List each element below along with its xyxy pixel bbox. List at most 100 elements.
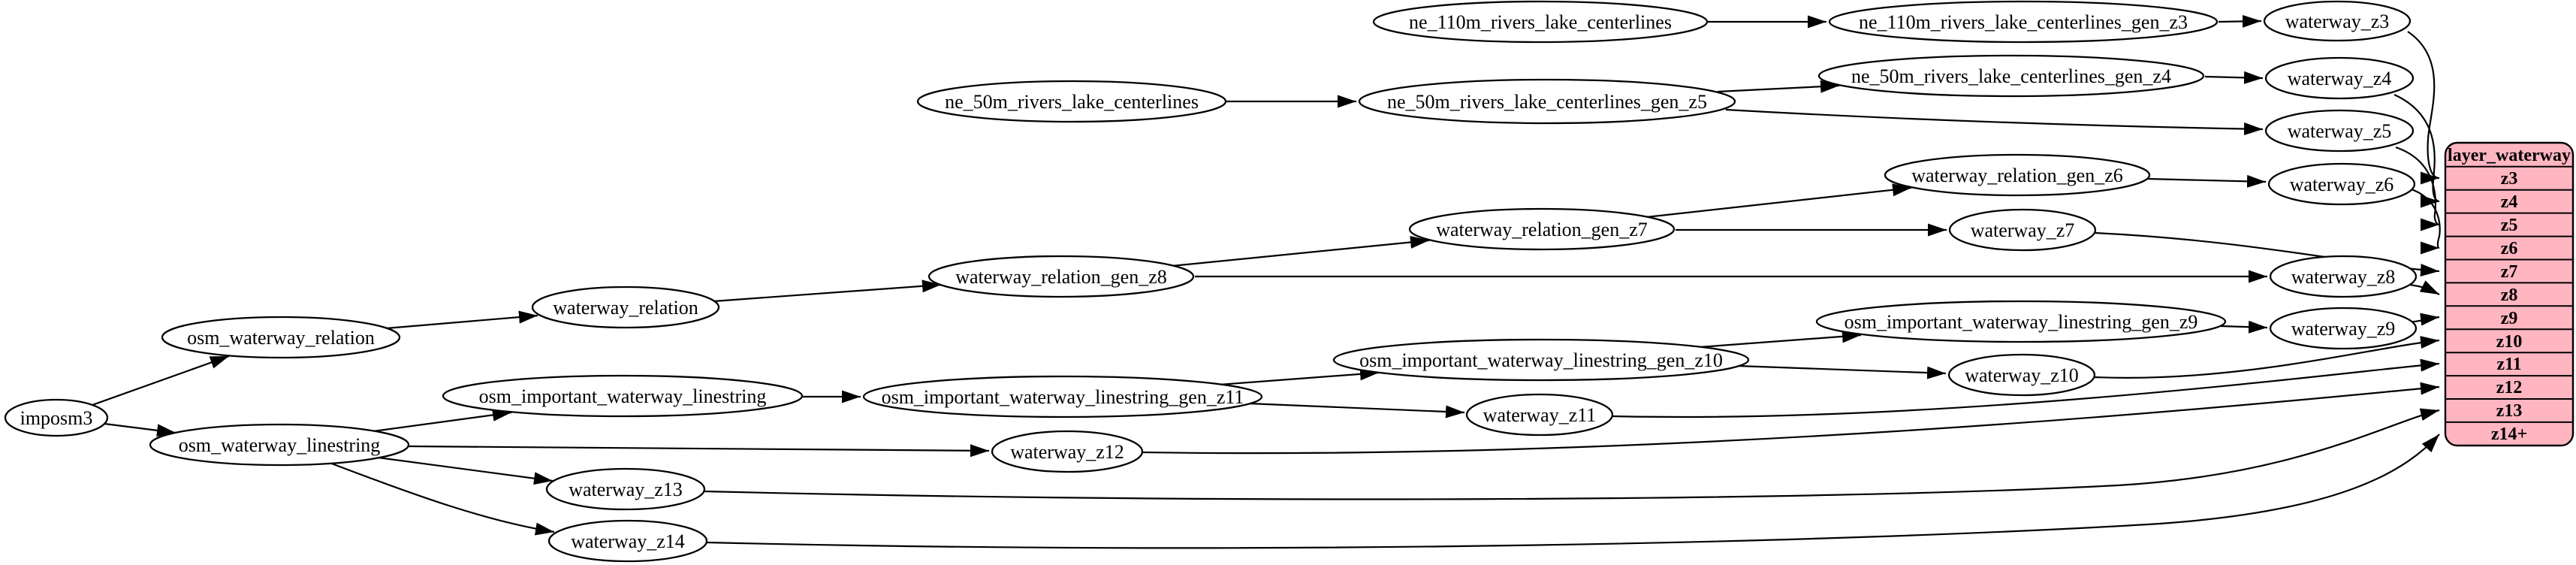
edge-waterway_relation_gen_z6-to-waterway_z6 [2146,174,2267,188]
edge-osm_waterway_relation-to-waterway_relation [385,310,538,330]
node-waterway_z6: waterway_z6 [2267,162,2416,206]
node-waterway_z8: waterway_z8 [2269,255,2418,298]
edge-gen_z10-to-gen_z9 [1699,330,1862,349]
node-osm_waterway_relation-label: osm_waterway_relation [187,327,375,349]
edge-gen_z11-to-gen_z10 [1218,367,1380,386]
edge-osm_waterway_linestring-to-osm_important_waterway_linestring [373,408,512,433]
node-ne_50m_rivers_lake_centerlines_gen_z5: ne_50m_rivers_lake_centerlines_gen_z5 [1358,78,1736,125]
edge-gen_z11-to-waterway_z11 [1247,402,1465,418]
edge-waterway_z14-to-layer_waterway-z14plus [706,434,2440,549]
node-waterway_z3-label: waterway_z3 [2285,11,2390,32]
node-ne_50m_rivers_lake_centerlines_gen_z4: ne_50m_rivers_lake_centerlines_gen_z4 [1817,54,2205,98]
edge-waterway_z12-to-layer_waterway-z12 [1142,382,2440,455]
node-waterway_z14: waterway_z14 [547,519,708,563]
node-waterway_z11: waterway_z11 [1465,393,1614,437]
edge-osm_waterway_linestring-to-waterway_z12 [408,444,990,458]
node-waterway_z12: waterway_z12 [991,430,1144,473]
node-ne_110m_rivers_lake_centerlines_gen_z3: ne_110m_rivers_lake_centerlines_gen_z3 [1828,0,2219,44]
node-waterway_relation_gen_z6-label: waterway_relation_gen_z6 [1911,165,2123,186]
node-waterway_z3: waterway_z3 [2263,0,2412,42]
edge-ne_50m_gen_z5-to-waterway_z5 [1725,108,2264,136]
node-osm_important_waterway_linestring-label: osm_important_waterway_linestring [479,385,767,407]
node-imposm3: imposm3 [4,398,109,437]
edge-waterway_relation_gen_z8-to-waterway_relation_gen_z7 [1171,236,1430,267]
node-osm_important_waterway_linestring: osm_important_waterway_linestring [442,374,804,418]
node-waterway_z12-label: waterway_z12 [1010,441,1124,463]
node-waterway_z9-label: waterway_z9 [2291,318,2396,340]
edge-waterway_relation-to-waterway_relation_gen_z8 [713,279,942,303]
edge-waterway_z11-to-layer_waterway-z11 [1612,358,2440,418]
node-waterway_z8-label: waterway_z8 [2291,266,2396,288]
node-waterway_z4: waterway_z4 [2264,56,2415,100]
node-waterway_z11-label: waterway_z11 [1483,404,1597,426]
edge-osm_waterway_linestring-to-waterway_z13 [377,456,554,485]
node-waterway_relation-label: waterway_relation [553,297,698,319]
node-osm_waterway_linestring-label: osm_waterway_linestring [179,434,381,456]
table-row-z8: z8 [2501,286,2518,305]
table-row-z11: z11 [2496,355,2521,374]
node-waterway_z5: waterway_z5 [2264,109,2415,153]
node-ne_50m_rivers_lake_centerlines-label: ne_50m_rivers_lake_centerlines [945,91,1199,113]
table-row-z14plus: z14+ [2491,425,2527,444]
node-osm_waterway_linestring: osm_waterway_linestring [149,423,410,467]
edge-ne_50m_gen_z5-to-ne_50m_gen_z4 [1717,80,1840,93]
table-row-z6: z6 [2501,239,2518,258]
node-waterway_z7: waterway_z7 [1948,208,2097,252]
edge-imposm3-to-osm_waterway_linestring [104,422,176,437]
node-waterway_relation_gen_z8-label: waterway_relation_gen_z8 [955,266,1167,288]
node-osm_important_waterway_linestring_gen_z10-label: osm_important_waterway_linestring_gen_z1… [1359,349,1723,371]
node-waterway_z13: waterway_z13 [545,467,706,511]
node-waterway_relation: waterway_relation [531,286,720,329]
table-row-z4: z4 [2501,192,2518,212]
node-waterway_z14-label: waterway_z14 [571,530,685,552]
table-row-z7: z7 [2501,262,2518,282]
edge-osm_waterway_linestring-to-waterway_z14 [329,461,555,536]
node-waterway_z10-label: waterway_z10 [1965,364,2079,386]
node-osm_important_waterway_linestring_gen_z11-label: osm_important_waterway_linestring_gen_z1… [882,386,1244,408]
edge-waterway_z13-to-layer_waterway-z13 [704,408,2440,500]
edge-imposm3-to-osm_waterway_relation [92,355,230,406]
node-ne_50m_rivers_lake_centerlines_gen_z5-label: ne_50m_rivers_lake_centerlines_gen_z5 [1387,91,1707,113]
edge-waterway_z8-to-layer_waterway-z8 [2409,280,2440,295]
table-row-z3: z3 [2501,169,2518,189]
edge-waterway_z6-to-layer_waterway-z6 [2411,188,2441,255]
table-row-z5: z5 [2501,216,2518,235]
table-row-z10: z10 [2496,332,2523,352]
node-ne_110m_rivers_lake_centerlines: ne_110m_rivers_lake_centerlines [1372,0,1709,44]
node-waterway_relation_gen_z7-label: waterway_relation_gen_z7 [1436,219,1648,240]
layer-waterway-table-title: layer_waterway [2448,146,2571,165]
node-osm_important_waterway_linestring_gen_z9-label: osm_important_waterway_linestring_gen_z9 [1845,311,2198,333]
node-waterway_z9: waterway_z9 [2269,307,2418,350]
node-waterway_z5-label: waterway_z5 [2288,120,2392,142]
node-osm_important_waterway_linestring_gen_z9: osm_important_waterway_linestring_gen_z9 [1815,300,2227,343]
node-waterway_z13-label: waterway_z13 [569,479,683,500]
node-waterway_z7-label: waterway_z7 [1971,219,2075,241]
layer-waterway-table: layer_waterway z3 z4 z5 z6 z7 z8 z9 z10 … [2444,141,2574,447]
node-osm_waterway_relation: osm_waterway_relation [161,316,401,359]
table-row-z9: z9 [2501,309,2518,328]
node-ne_50m_rivers_lake_centerlines_gen_z4-label: ne_50m_rivers_lake_centerlines_gen_z4 [1851,65,2171,87]
edge-ne_110m_gen_z3-to-waterway_z3 [2218,14,2262,28]
edge-gen_z9-to-waterway_z9 [2220,320,2268,334]
edge-waterway_z9-to-layer_waterway-z9 [2409,313,2440,326]
edges-layer [92,14,2441,549]
node-ne_110m_rivers_lake_centerlines_gen_z3-label: ne_110m_rivers_lake_centerlines_gen_z3 [1859,11,2188,33]
node-waterway_relation_gen_z6: waterway_relation_gen_z6 [1884,153,2151,197]
node-osm_important_waterway_linestring_gen_z11: osm_important_waterway_linestring_gen_z1… [862,375,1263,418]
nodes-layer: imposm3 osm_waterway_relation osm_waterw… [4,0,2418,563]
node-waterway_z10: waterway_z10 [1947,353,2096,397]
node-imposm3-label: imposm3 [20,407,93,429]
node-waterway_relation_gen_z7: waterway_relation_gen_z7 [1408,207,1676,251]
layer-waterway-table-frame [2444,141,2574,447]
edge-waterway_z10-to-layer_waterway-z10 [2094,336,2440,379]
edge-ne_50m_gen_z4-to-waterway_z4 [2204,71,2264,84]
edge-gen_z10-to-waterway_z10 [1737,364,1947,379]
node-waterway_z4-label: waterway_z4 [2288,68,2392,89]
table-row-z12: z12 [2496,378,2523,397]
node-waterway_relation_gen_z8: waterway_relation_gen_z8 [928,255,1195,298]
node-osm_important_waterway_linestring_gen_z10: osm_important_waterway_linestring_gen_z1… [1332,338,1750,382]
edge-waterway_relation_gen_z7-to-waterway_relation_gen_z6 [1645,183,1912,219]
